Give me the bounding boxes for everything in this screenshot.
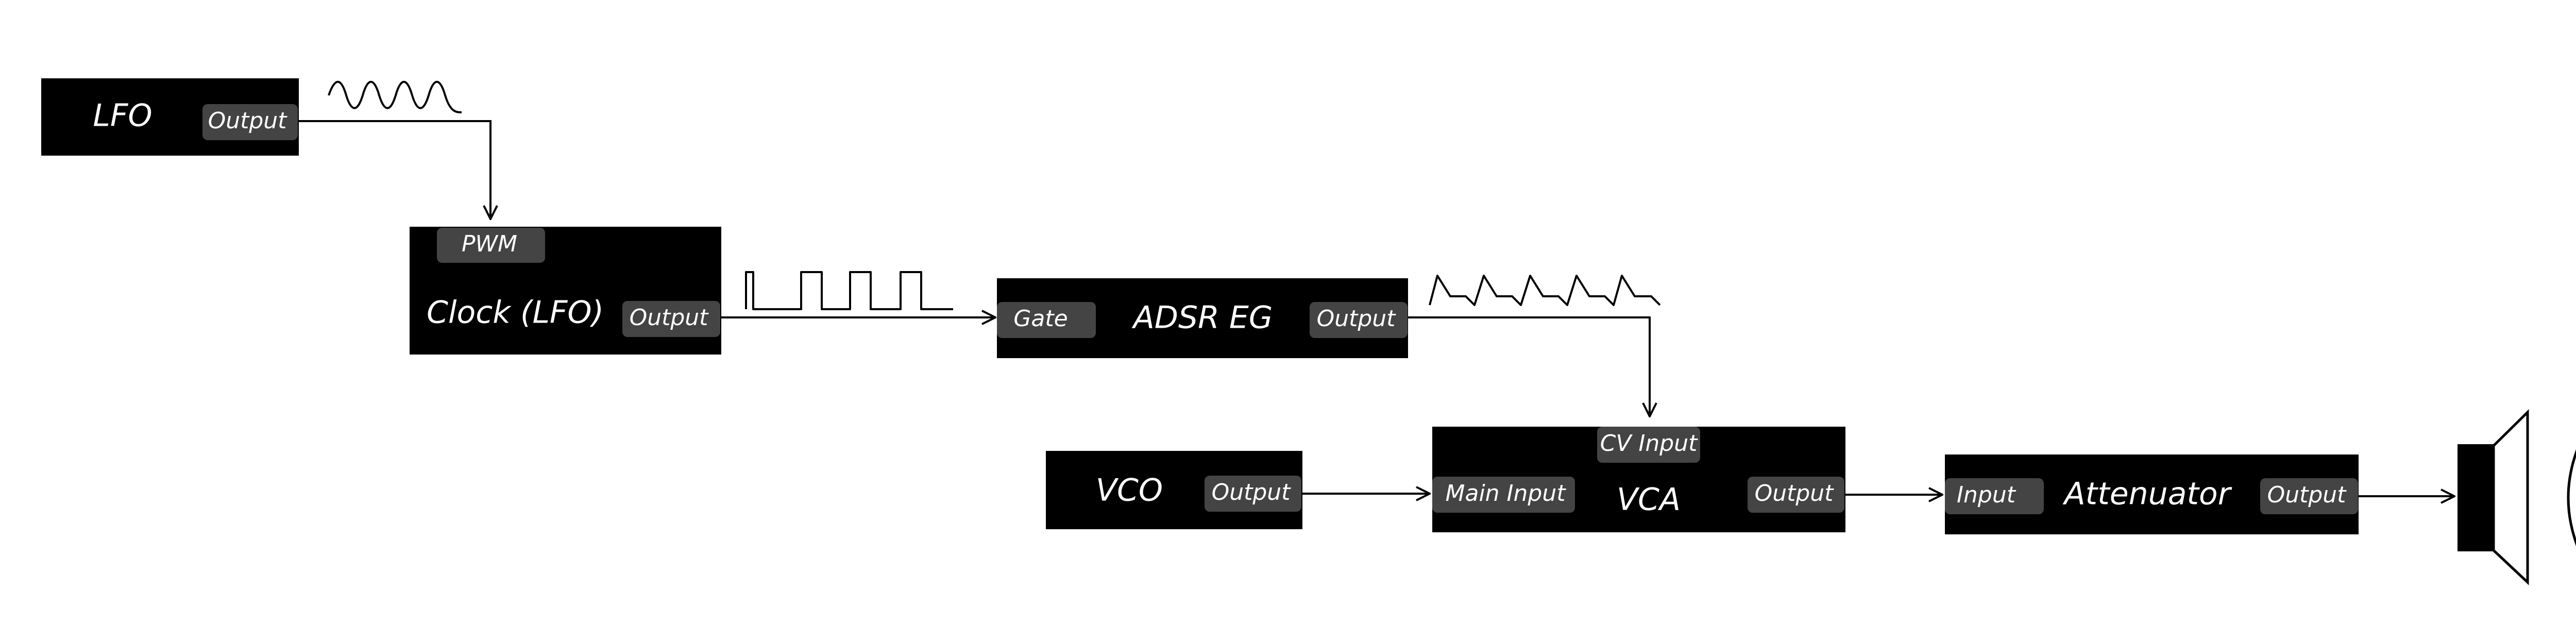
clock-output-port[interactable]: [622, 301, 720, 337]
wire-adsr-to-cv[interactable]: [1408, 316, 1650, 416]
vco-label: VCO: [1096, 473, 1163, 509]
vca-main-input-label: Main Input: [1446, 480, 1567, 507]
vca-cv-input-label: CV Input: [1600, 430, 1698, 457]
sine-wave-icon: [328, 80, 462, 113]
clock-module: PWM Clock (LFO) Output: [410, 227, 721, 355]
lfo-label: LFO: [93, 98, 152, 134]
attenuator-module: Input Attenuator Output: [1945, 454, 2359, 534]
adsr-label: ADSR EG: [1131, 300, 1273, 336]
vca-module: CV Input Main Input VCA Output: [1432, 427, 1845, 532]
adsr-gate-port[interactable]: [997, 302, 1096, 338]
lfo-module: LFO Output: [41, 78, 299, 156]
vco-output-label: Output: [1212, 479, 1292, 506]
vca-output-label: Output: [1755, 480, 1835, 507]
lfo-output-label: Output: [208, 108, 288, 134]
vca-output-port[interactable]: [1748, 477, 1844, 513]
speaker-icon: [2458, 409, 2576, 585]
clock-output-label: Output: [630, 305, 709, 331]
adsr-output-label: Output: [1317, 306, 1397, 332]
vca-cv-input-port[interactable]: [1597, 427, 1700, 463]
square-wave-icon: [745, 271, 953, 310]
clock-label: Clock (LFO): [427, 295, 604, 331]
adsr-module: Gate ADSR EG Output: [997, 278, 1408, 358]
attenuator-input-label: Input: [1957, 482, 2016, 508]
patch-cables: [299, 120, 2454, 496]
envelope-wave-icon: [1429, 275, 1661, 306]
attenuator-label: Attenuator: [2062, 476, 2232, 512]
adsr-output-port[interactable]: [1310, 302, 1408, 338]
wire-lfo-to-pwm[interactable]: [299, 120, 490, 219]
clock-pwm-label: PWM: [462, 231, 517, 257]
adsr-gate-label: Gate: [1013, 306, 1067, 332]
attenuator-output-label: Output: [2267, 482, 2347, 508]
attenuator-input-port[interactable]: [1945, 478, 2044, 514]
vco-module: VCO Output: [1046, 451, 1302, 529]
vca-label: VCA: [1617, 482, 1681, 518]
clock-pwm-port[interactable]: [437, 228, 545, 263]
vca-main-input-port[interactable]: [1432, 477, 1575, 513]
vco-output-port[interactable]: [1205, 476, 1301, 512]
lfo-output-port[interactable]: [202, 104, 298, 140]
attenuator-output-port[interactable]: [2260, 478, 2358, 514]
